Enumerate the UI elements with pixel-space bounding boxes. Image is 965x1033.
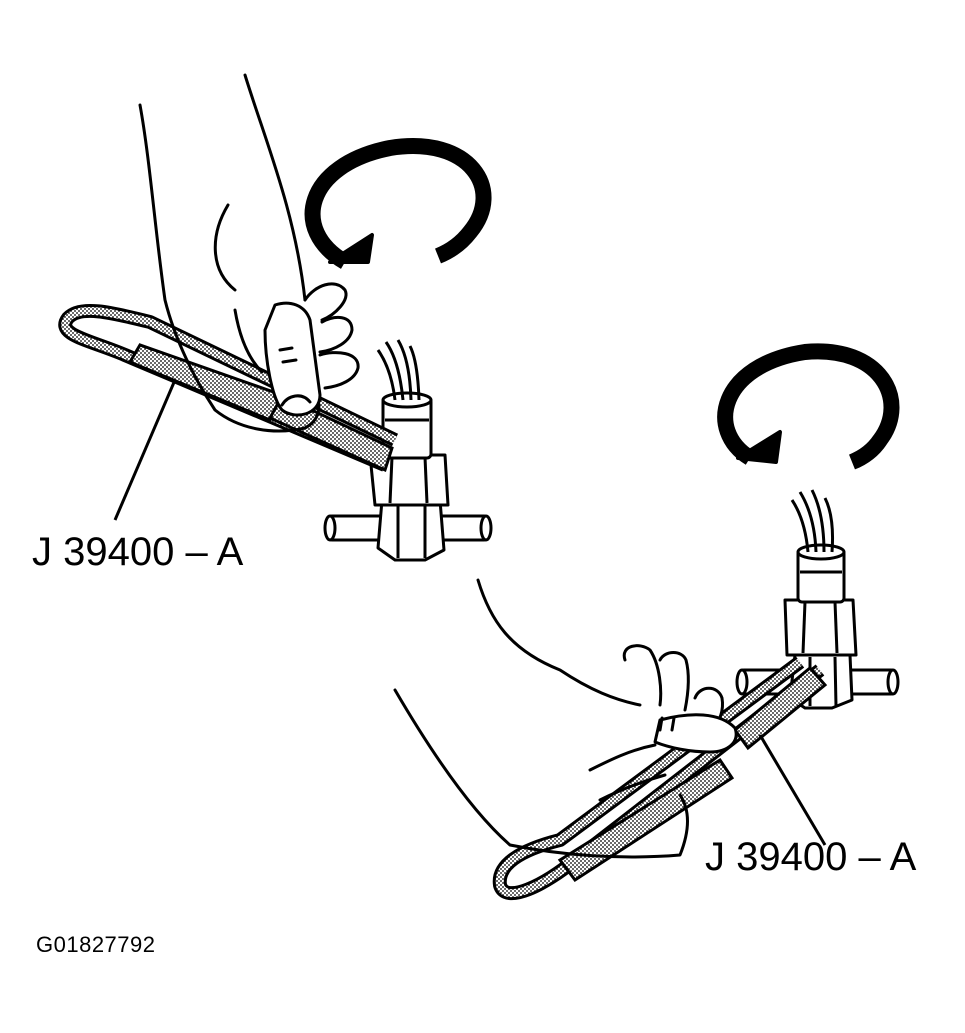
figure-id: G01827792: [36, 932, 156, 957]
sensor-wires-top: [376, 339, 421, 401]
sensor-top: [323, 391, 493, 562]
hand-bottom: [393, 578, 738, 859]
tool-label-bottom: J 39400 – A: [705, 835, 917, 879]
sensor-wires-bottom: [790, 489, 834, 553]
strap-wrench-bottom: [492, 656, 828, 901]
leader-line-top: [113, 379, 177, 521]
hand-top: [138, 73, 360, 433]
rotation-arrow-bottom: [717, 343, 900, 470]
leader-line-bottom: [758, 734, 827, 846]
rotation-arrow-top: [304, 138, 492, 269]
tool-label-top: J 39400 – A: [32, 530, 244, 574]
